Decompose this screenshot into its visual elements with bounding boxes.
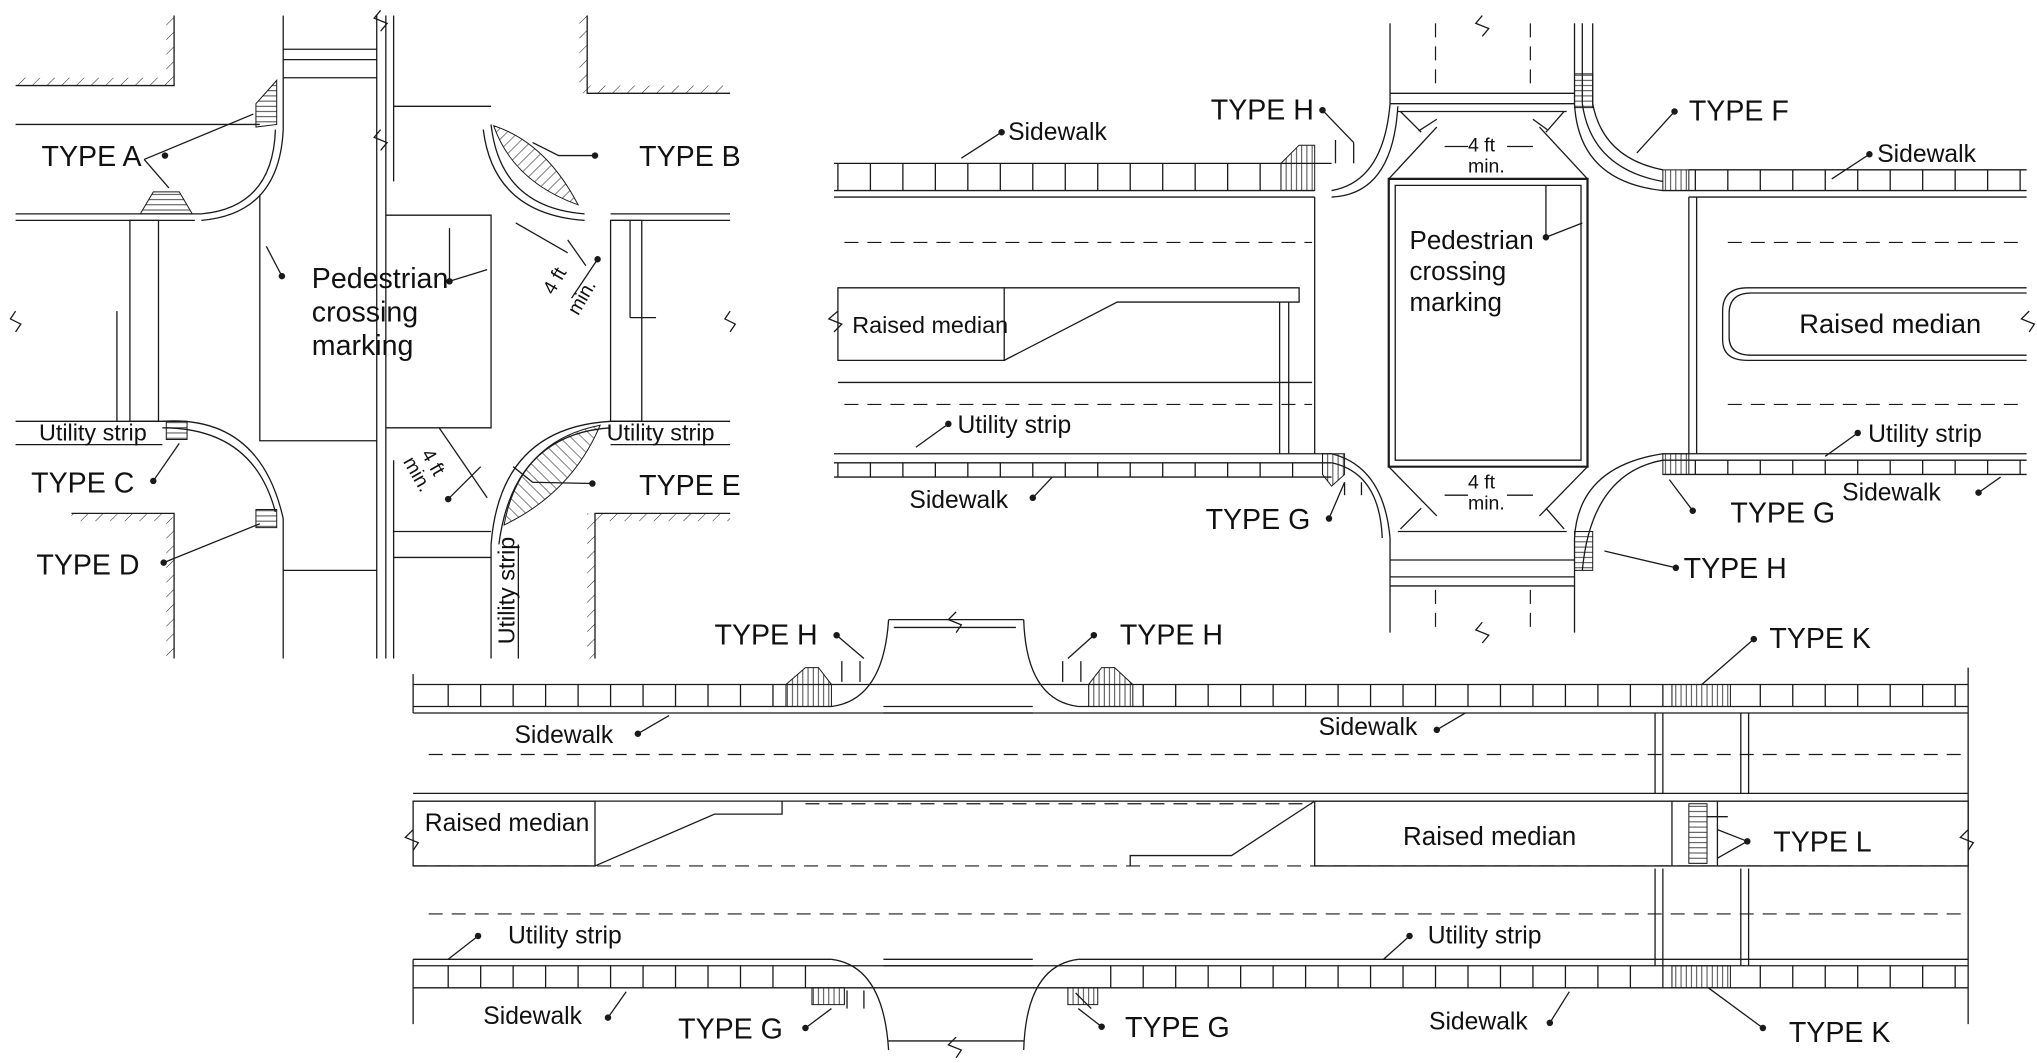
raised-median-left-label: Raised median: [425, 810, 590, 837]
utility-strip-label-right: Utility strip: [607, 420, 715, 446]
intersection-diagram-types-f-g-h: TYPE H TYPE F Sidewalk Sidewalk 4 ft min…: [829, 16, 2035, 643]
ped-crossing-label-line1: Pedestrian: [1410, 227, 1534, 255]
sidewalk-bottom-right-label: Sidewalk: [1842, 479, 1941, 506]
utility-strip-label-vertical: Utility strip: [493, 537, 519, 645]
type-g-right-label: TYPE G: [1125, 1012, 1230, 1044]
type-k-bottom-label: TYPE K: [1789, 1017, 1891, 1049]
type-l-label: TYPE L: [1773, 827, 1871, 859]
type-d-label: TYPE D: [36, 549, 139, 581]
type-h-bottom-label: TYPE H: [1684, 553, 1787, 585]
type-g-left-label: TYPE G: [1206, 504, 1311, 536]
type-g-left-label: TYPE G: [678, 1013, 783, 1045]
type-b-label: TYPE B: [639, 141, 741, 173]
type-e-label: TYPE E: [639, 470, 741, 502]
type-k-top-label: TYPE K: [1769, 623, 1871, 655]
ped-crossing-label-line2: crossing: [1410, 258, 1507, 286]
ped-crossing-label-line3: marking: [312, 330, 414, 362]
ped-crossing-label-line2: crossing: [312, 297, 418, 329]
type-h-top-label: TYPE H: [1211, 94, 1314, 126]
dim-top-min: min.: [1468, 155, 1505, 177]
raised-median-right-label: Raised median: [1403, 823, 1576, 851]
midblock-diagram-types-g-h-k-l: TYPE H TYPE H TYPE K Sidewalk Sidewalk R…: [405, 612, 1973, 1058]
utility-strip-right-label: Utility strip: [1868, 421, 1982, 448]
utility-strip-left-label: Utility strip: [957, 412, 1071, 439]
sidewalk-top-right-label: Sidewalk: [1319, 714, 1418, 741]
intersection-diagram-types-a-to-e: TYPE A TYPE B Pedestrian crossing markin…: [10, 10, 741, 662]
sidewalk-bottom-right-label: Sidewalk: [1429, 1008, 1528, 1035]
dim-top-4ft: 4 ft: [1468, 135, 1496, 157]
type-g-right-label: TYPE G: [1730, 497, 1835, 529]
ped-crossing-label-line3: marking: [1410, 289, 1502, 317]
type-h-left-label: TYPE H: [715, 619, 818, 651]
sidewalk-bottom-left-label: Sidewalk: [909, 487, 1008, 514]
type-h-right-label: TYPE H: [1120, 619, 1223, 651]
type-c-label: TYPE C: [31, 468, 134, 500]
ped-crossing-label-line1: Pedestrian: [312, 263, 449, 295]
utility-strip-right-label: Utility strip: [1428, 923, 1542, 950]
sidewalk-bottom-left-label: Sidewalk: [483, 1003, 582, 1030]
dim-top-4ft: 4 ft: [539, 263, 572, 298]
dim-bottom-4ft: 4 ft: [1468, 472, 1496, 494]
dim-bottom-min: min.: [1468, 492, 1505, 514]
raised-median-right-label: Raised median: [1799, 308, 1981, 339]
dim-top-min: min.: [563, 276, 600, 319]
type-f-label: TYPE F: [1689, 96, 1789, 128]
sidewalk-top-left-label: Sidewalk: [514, 722, 613, 749]
sidewalk-top-right-label: Sidewalk: [1877, 141, 1976, 168]
sidewalk-top-left-label: Sidewalk: [1008, 119, 1107, 146]
utility-strip-label-left: Utility strip: [39, 420, 147, 446]
type-a-label: TYPE A: [42, 141, 142, 173]
utility-strip-left-label: Utility strip: [508, 923, 622, 950]
raised-median-left-label: Raised median: [852, 312, 1008, 338]
